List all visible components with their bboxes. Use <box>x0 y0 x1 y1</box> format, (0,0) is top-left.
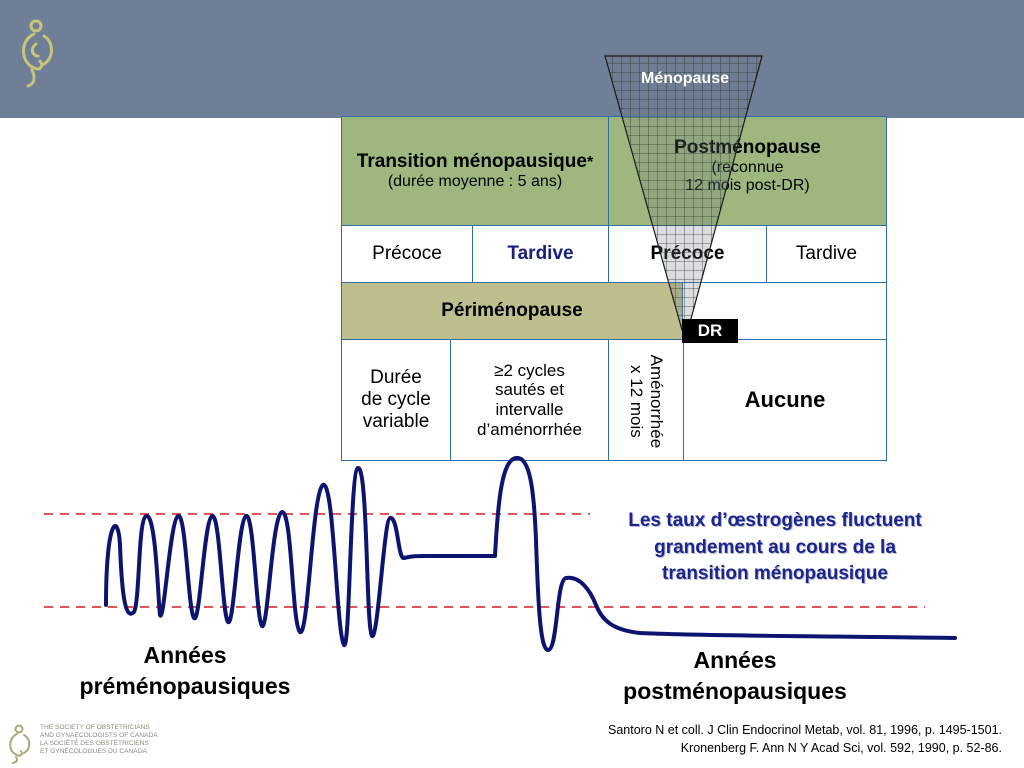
postmenopause-header-cell: Postménopause (reconnue 12 mois post-DR) <box>608 116 887 226</box>
none-cell: Aucune <box>683 339 887 461</box>
reference-2: Kronenberg F. Ann N Y Acad Sci, vol. 592… <box>680 741 1002 756</box>
stage-late-2: Tardive <box>766 225 887 283</box>
transition-subtitle: (durée moyenne : 5 ans) <box>387 172 563 190</box>
stage-late-1: Tardive <box>472 225 609 283</box>
society-logo-icon <box>22 19 53 88</box>
premenopausal-years-label: Années préménopausiques <box>79 642 291 700</box>
sogc-footer-logo: THE SOCIETY OF OBSTETRICIANS AND GYNAECO… <box>4 722 179 766</box>
perimenopause-cell: Périménopause <box>341 282 683 340</box>
skipped-cycles-cell: ≥2 cycles sautés et intervalle d’aménorr… <box>450 339 609 461</box>
amenorrhea-cell <box>608 339 684 461</box>
postmenopause-sub1: (reconnue <box>711 158 784 176</box>
dr-label: DR <box>682 319 738 343</box>
menopause-stage-table: Transition ménopausique* (durée moyenne … <box>341 116 887 461</box>
society-logo-icon <box>9 724 31 764</box>
transition-star: * <box>586 153 594 171</box>
transition-header-cell: Transition ménopausique* (durée moyenne … <box>341 116 609 226</box>
fluctuation-annotation: Les taux d’œstrogènes fluctuent grandeme… <box>628 510 922 585</box>
menopause-label: Ménopause <box>640 70 729 87</box>
reference-1: Santoro N et coll. J Clin Endocrinol Met… <box>608 723 1002 737</box>
postmenopause-title: Postménopause <box>674 137 821 158</box>
transition-title: Transition ménopausique <box>356 150 587 172</box>
cycle-variable-cell: Durée de cycle variable <box>341 339 451 461</box>
stage-early-1: Précoce <box>341 225 473 283</box>
sogc-logo-text: THE SOCIETY OF OBSTETRICIANS AND GYNAECO… <box>40 724 158 755</box>
postmenopausal-years-label: Années postménopausiques <box>623 647 847 705</box>
postmenopause-sub2: 12 mois post-DR) <box>685 177 810 195</box>
stage-early-2: Précoce <box>608 225 767 283</box>
header-band <box>0 0 1024 118</box>
references: Santoro N et coll. J Clin Endocrinol Met… <box>470 721 1002 757</box>
